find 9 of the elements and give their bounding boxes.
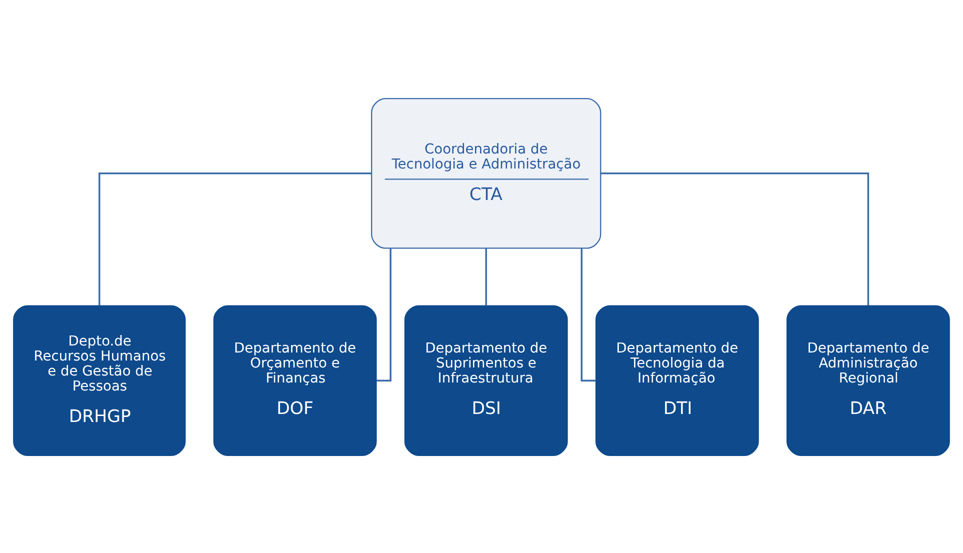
node-box: Depto.de Recursos Humanos e de Gestão de Pessoas DRHGP <box>13 304 186 456</box>
connector <box>600 172 870 305</box>
connector <box>485 248 487 306</box>
node-box: Departamento de Orçamento e Finanças DOF <box>213 304 377 456</box>
node-box: Departamento de Administração Regional DAR <box>786 304 950 456</box>
node-box: Departamento de Suprimentos e Infraestrutura DSI <box>404 304 568 456</box>
node-box: Departamento de Tecnologia da Informação DTI <box>595 304 759 456</box>
node-box: Coordenadoria de Tecnologia e Administração CTA <box>371 98 602 248</box>
connector <box>98 172 372 305</box>
